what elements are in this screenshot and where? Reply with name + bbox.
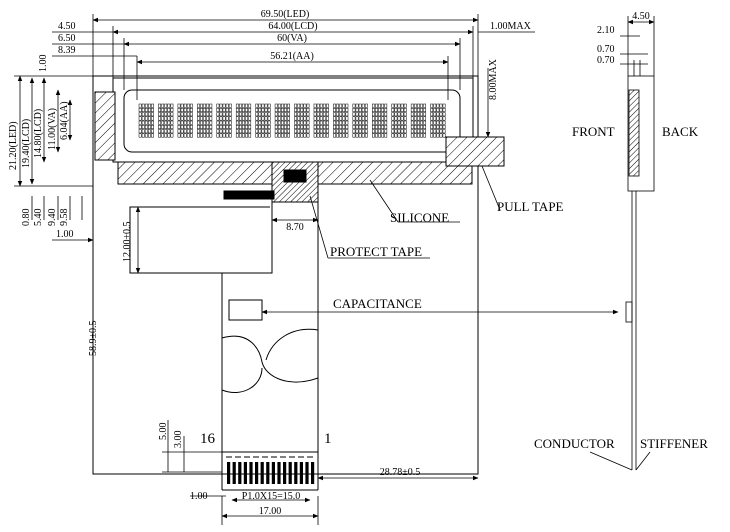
viewing-area [123, 89, 461, 153]
character-cell [255, 103, 271, 138]
lcd-width-label: 64.00(LCD) [268, 21, 317, 32]
capacitor-pad [228, 299, 263, 321]
pitch-label: P1.0X15=15.0 [242, 491, 300, 502]
character-cells [138, 103, 446, 138]
left-hatch-block [94, 91, 116, 161]
fpc-pins [227, 462, 315, 484]
lcd-14-label: 14.80(LCD) [33, 109, 44, 158]
va-height-label: 11.00(VA) [47, 108, 58, 150]
character-cell [158, 103, 174, 138]
v-500-label: 5.00 [158, 423, 169, 441]
fpc-pin [255, 462, 259, 484]
pin-16-label: 16 [200, 431, 216, 447]
character-cell [430, 103, 446, 138]
v-958-label: 9.58 [59, 209, 70, 227]
max-800-label: 8.00MAX [488, 58, 499, 100]
character-cell [313, 103, 329, 138]
left-450-label: 4.50 [58, 21, 76, 32]
fpc-pin [299, 462, 303, 484]
side-210-label: 2.10 [597, 25, 615, 36]
v-540-label: 5.40 [33, 209, 44, 227]
fpc-pin [232, 462, 236, 484]
protect-tape-label: PROTECT TAPE [330, 244, 422, 259]
aa-width-label: 56.21(AA) [270, 51, 314, 62]
va-width-label: 60(VA) [277, 33, 307, 44]
front-label: FRONT [572, 124, 615, 139]
stiffener-label: STIFFENER [640, 436, 708, 451]
top-100-label: 1.00 [38, 55, 49, 73]
character-cell [138, 103, 154, 138]
led-height-label: 21.20(LED) [8, 121, 19, 170]
lcd-height-label: 19.40(LCD) [21, 119, 32, 168]
character-cell [235, 103, 252, 138]
fpc-pin [260, 462, 264, 484]
conductor-label: CONDUCTOR [534, 436, 615, 451]
fpc-outline [129, 202, 319, 452]
character-cell [410, 103, 427, 138]
pin-1-label: 1 [324, 431, 332, 447]
v-300-label: 3.00 [173, 431, 184, 449]
led-width-label: 69.50(LED) [261, 9, 310, 20]
side-view-body [627, 75, 655, 192]
character-cell [197, 103, 213, 138]
character-cell [391, 103, 407, 138]
width-1700-label: 17.00 [259, 506, 282, 517]
character-cell [333, 103, 349, 138]
fpc-pin [243, 462, 247, 484]
fpc-870-label: 8.70 [286, 222, 304, 233]
left-650-label: 6.50 [58, 33, 76, 44]
character-cell [294, 103, 310, 138]
back-label: BACK [662, 124, 699, 139]
aa-height-label: 6.04(AA) [59, 101, 70, 140]
character-cell [372, 103, 388, 138]
fpc-1200-label: 12.00±0.5 [122, 222, 133, 263]
left-839-label: 8.39 [58, 45, 76, 56]
side-070b-label: 0.70 [597, 55, 615, 66]
fpc-pin [294, 462, 298, 484]
max-100-label: 1.00MAX [490, 21, 532, 32]
v-940-label: 9.40 [47, 209, 58, 227]
fpc-pin [249, 462, 253, 484]
h-100-left-label: 1.00 [56, 229, 74, 240]
fpc-pin [266, 462, 270, 484]
capacitance-label: CAPACITANCE [333, 296, 422, 311]
fpc-pin [311, 462, 315, 484]
total-height-label: 58.9±0.5 [88, 321, 99, 357]
fpc-pin [305, 462, 309, 484]
pull-tape-label: PULL TAPE [497, 199, 564, 214]
fpc-pin [277, 462, 281, 484]
silicone-label: SILICONE [390, 210, 449, 225]
character-cell [216, 103, 232, 138]
fpc-pin [283, 462, 287, 484]
character-cell [177, 103, 193, 138]
side-070a-label: 0.70 [597, 44, 615, 55]
character-cell [352, 103, 368, 138]
fpc-pin [238, 462, 242, 484]
fpc-pin [288, 462, 292, 484]
fpc-pin [271, 462, 275, 484]
v-080-label: 0.80 [21, 209, 32, 227]
side-450-label: 4.50 [632, 11, 650, 22]
offset-2878-label: 28.78±0.5 [380, 467, 421, 478]
character-cell [274, 103, 290, 138]
bottom-100-label: 1.00 [190, 491, 208, 502]
pull-tape [445, 136, 505, 167]
fpc-pin [227, 462, 231, 484]
